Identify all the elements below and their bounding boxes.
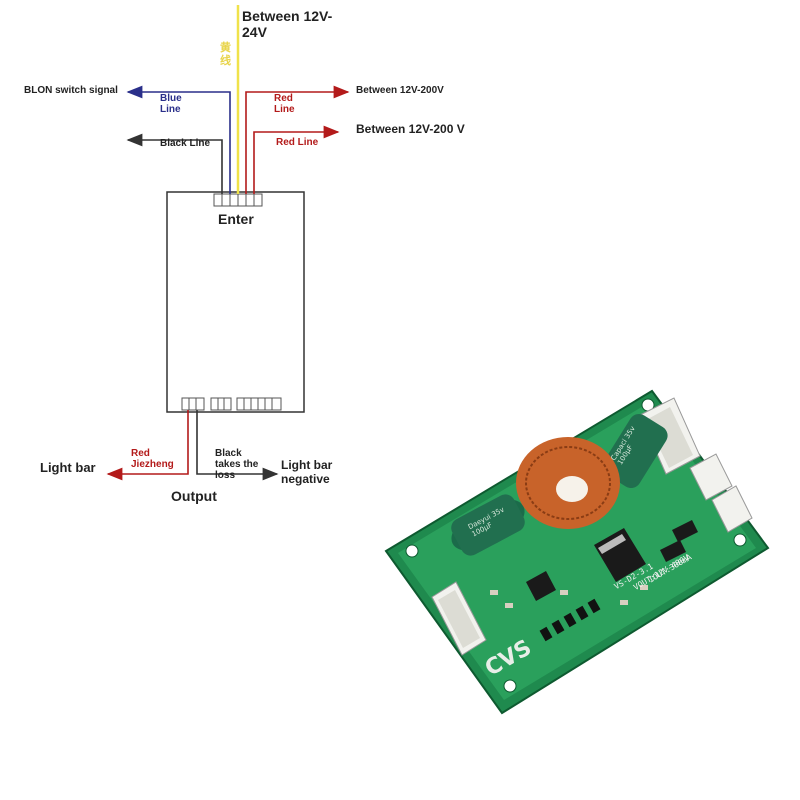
pcb-right-connector-small	[711, 485, 753, 533]
output-connector-2	[210, 397, 232, 411]
capacitor-left	[451, 494, 525, 556]
mosfet	[594, 528, 646, 582]
red-line-mid-label: Red Line	[276, 137, 319, 148]
between-200v-label: Between 12V-200V	[356, 85, 444, 96]
between-200v-2-label: Between 12V-200 V	[356, 122, 465, 136]
output-black-wire	[196, 410, 279, 481]
black-wire-top	[126, 133, 223, 194]
red-wire-top	[245, 85, 350, 194]
yellow-line-cn-label: 黄线	[220, 42, 231, 67]
red-line-top-label: Red Line	[274, 93, 295, 115]
light-bar-negative-label: Light bar negative	[281, 458, 333, 486]
red-wire-mid	[253, 125, 340, 194]
output-connector-1	[181, 397, 205, 411]
black-takes-loss-label: Black takes the loss	[215, 448, 259, 481]
module-box	[166, 191, 305, 413]
red-jiezheng-label: Red Jiezheng	[131, 448, 174, 470]
pcb-left-connector	[431, 581, 487, 656]
ic-chip	[526, 571, 556, 601]
output-red-wire	[106, 410, 189, 481]
output-label: Output	[171, 488, 217, 504]
output-connector-3	[236, 397, 282, 411]
top-voltage-label: Between 12V-24V	[242, 8, 333, 40]
blue-wire	[126, 85, 231, 194]
pcb-right-connector-mid	[689, 453, 733, 501]
blue-line-label: Blue Line	[160, 93, 182, 115]
black-line-label: Black Line	[160, 138, 211, 149]
light-bar-label: Light bar	[40, 460, 96, 475]
resistor-array	[539, 598, 601, 642]
diode-1	[660, 540, 686, 562]
diode-2	[672, 520, 698, 542]
capacitor-right	[602, 413, 668, 489]
enter-label: Enter	[218, 211, 254, 227]
toroid-coil	[516, 437, 620, 529]
blon-signal-label: BLON switch signal	[24, 85, 118, 96]
